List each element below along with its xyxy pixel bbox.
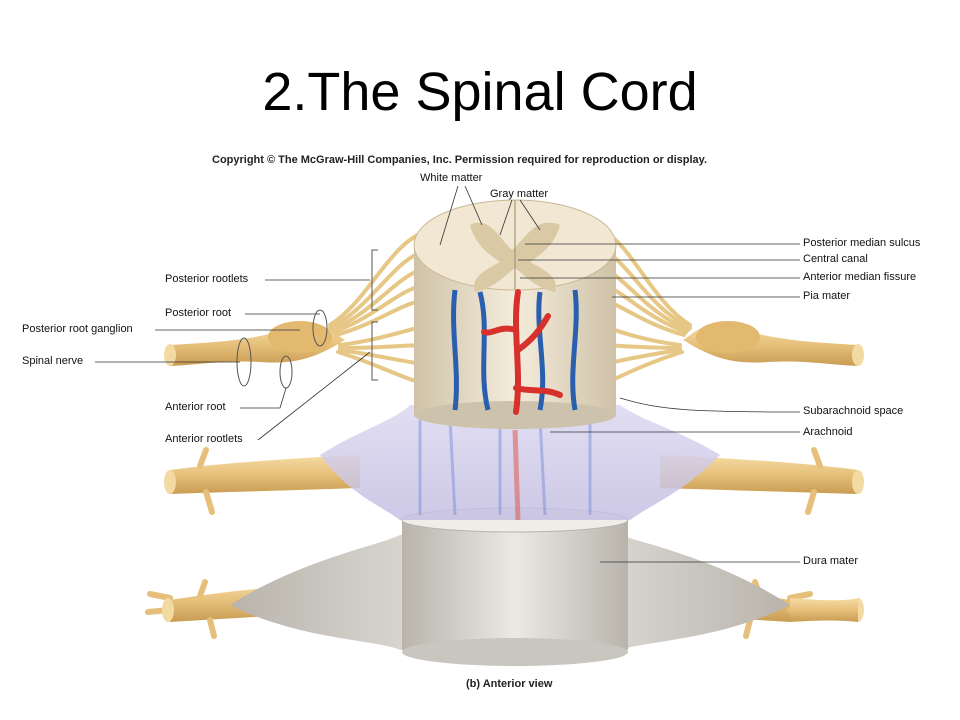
spinal-cord <box>413 199 617 429</box>
label-posterior-rootlets: Posterior rootlets <box>165 273 249 285</box>
label-anterior-root: Anterior root <box>165 401 226 413</box>
copyright-notice: Copyright © The McGraw-Hill Companies, I… <box>212 154 708 166</box>
figure-caption: (b) Anterior view <box>466 678 553 690</box>
label-pia-mater: Pia mater <box>803 290 851 302</box>
dura-mater-sheath <box>230 507 790 666</box>
leader-lines <box>95 185 801 563</box>
label-brackets <box>236 249 378 389</box>
label-posterior-root-ganglion: Posterior root ganglion <box>22 323 133 335</box>
label-subarachnoid-space: Subarachnoid space <box>803 405 904 417</box>
label-posterior-median-sulcus: Posterior median sulcus <box>803 237 921 249</box>
label-white-matter: White matter <box>420 172 483 184</box>
label-central-canal: Central canal <box>803 253 868 265</box>
label-spinal-nerve: Spinal nerve <box>22 355 84 367</box>
arachnoid-layer <box>320 405 720 521</box>
label-anterior-rootlets: Anterior rootlets <box>165 433 243 445</box>
label-gray-matter: Gray matter <box>490 188 549 200</box>
label-posterior-root: Posterior root <box>165 307 232 319</box>
page-title: 2.The Spinal Cord <box>262 62 698 122</box>
label-anterior-median-fissure: Anterior median fissure <box>803 271 917 283</box>
label-dura-mater: Dura mater <box>803 555 859 567</box>
label-arachnoid: Arachnoid <box>803 426 853 438</box>
